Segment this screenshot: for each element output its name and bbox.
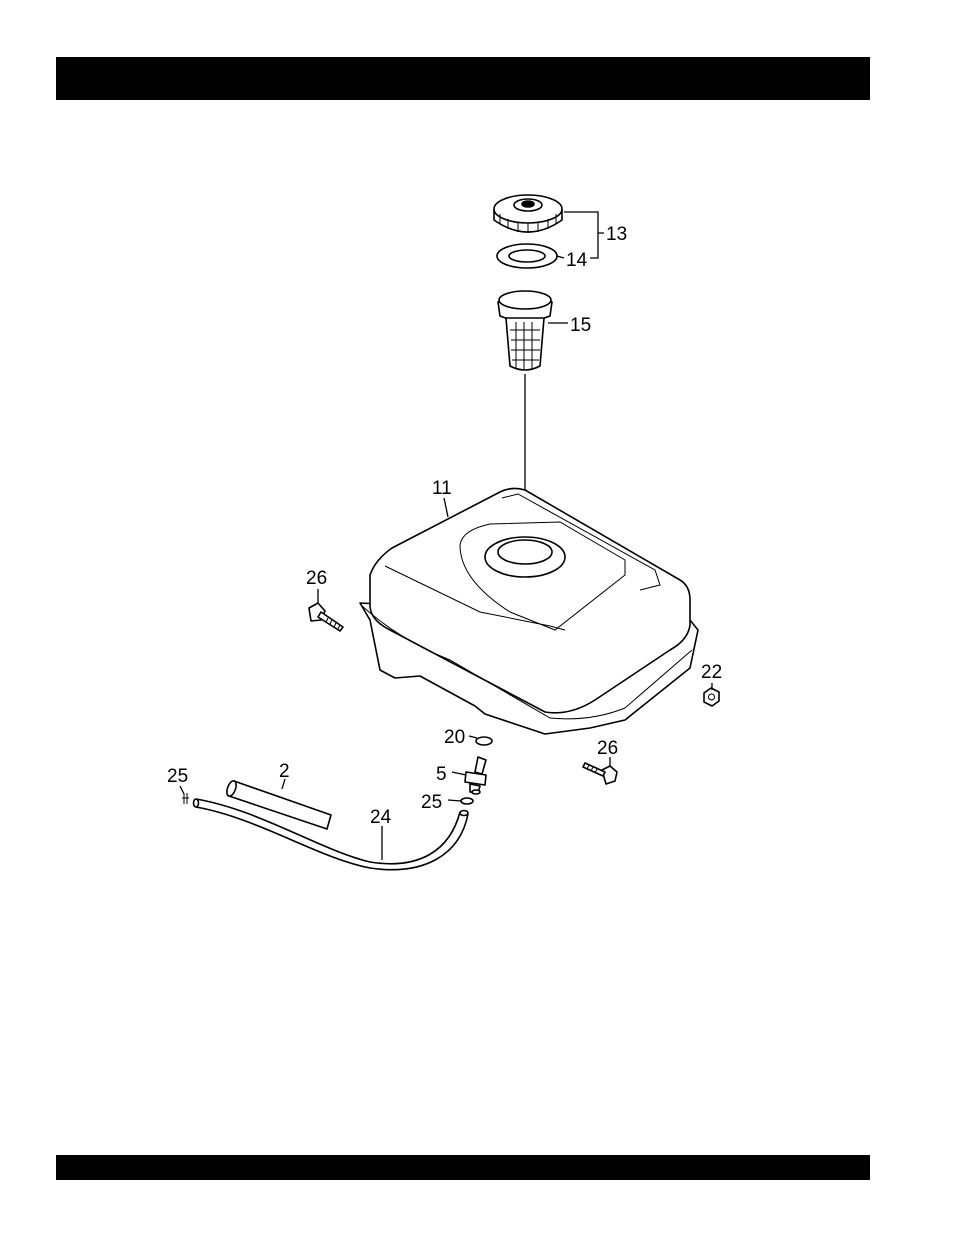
fuel-cap bbox=[494, 195, 562, 233]
fuel-valve bbox=[465, 757, 486, 794]
footer-bar bbox=[56, 1155, 870, 1180]
callout-5: 5 bbox=[436, 764, 447, 785]
bolt-right bbox=[583, 763, 617, 784]
callout-26-left: 26 bbox=[306, 568, 327, 589]
callout-15: 15 bbox=[570, 315, 591, 336]
callout-2: 2 bbox=[279, 761, 290, 782]
fuel-strainer bbox=[498, 291, 552, 370]
clip-left bbox=[182, 793, 189, 804]
washer bbox=[476, 737, 492, 745]
bolt-left bbox=[309, 603, 343, 631]
callout-20: 20 bbox=[444, 727, 465, 748]
callout-26-right: 26 bbox=[597, 738, 618, 759]
callout-11: 11 bbox=[432, 478, 452, 499]
callout-13: 13 bbox=[606, 224, 627, 245]
callout-14: 14 bbox=[566, 250, 588, 271]
clip-valve bbox=[461, 798, 473, 804]
callout-25-left: 25 bbox=[167, 766, 188, 787]
cap-seal bbox=[497, 244, 557, 268]
callout-25-valve: 25 bbox=[421, 792, 442, 813]
fuel-tank bbox=[360, 488, 698, 734]
callout-22: 22 bbox=[701, 662, 722, 683]
hose-short bbox=[225, 780, 331, 829]
nut bbox=[704, 688, 719, 706]
callout-24: 24 bbox=[370, 807, 392, 828]
